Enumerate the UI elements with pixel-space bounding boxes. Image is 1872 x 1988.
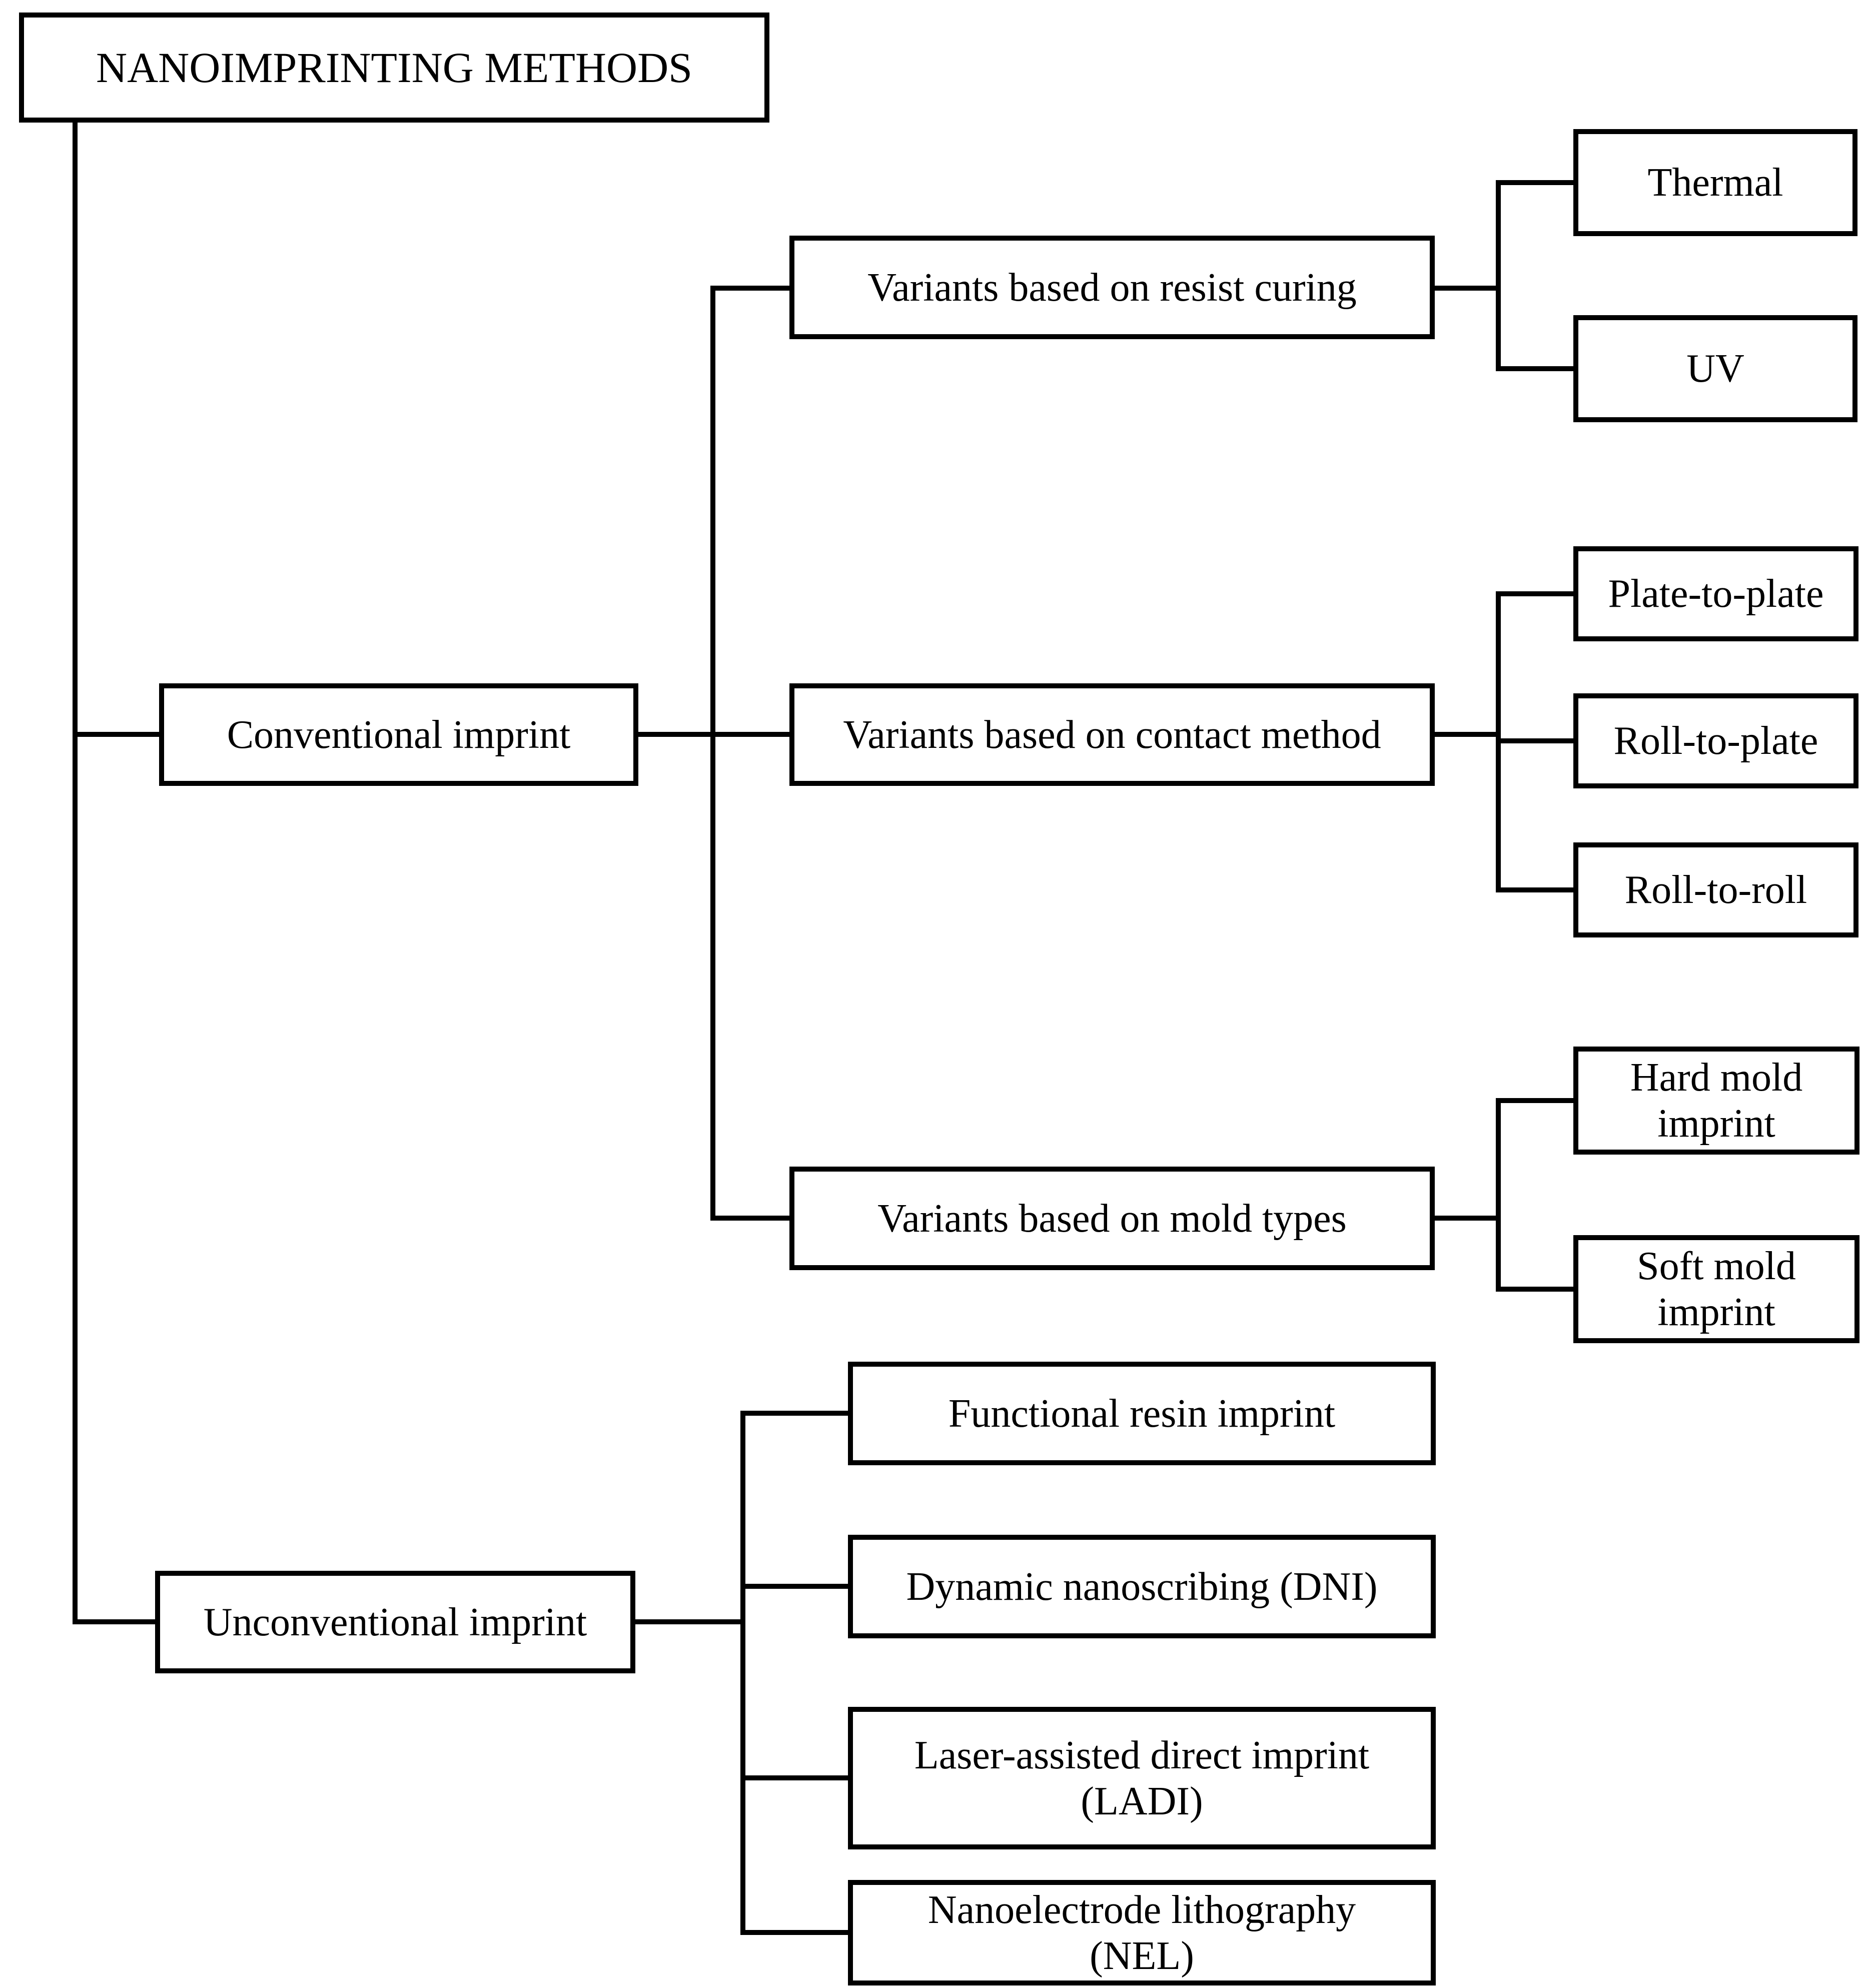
node-label: Roll-to-plate [1613,719,1818,763]
dni-stub-line [740,1584,848,1589]
ladi-stub-line [740,1775,848,1780]
node-functional-resin-imprint: Functional resin imprint [848,1362,1436,1465]
node-label: Dynamic nanoscribing (DNI) [906,1564,1378,1609]
node-unconventional-imprint: Unconventional imprint [155,1571,635,1673]
conventional-children-trunk-line [710,286,715,1221]
node-roll-to-plate: Roll-to-plate [1573,693,1858,788]
node-hard-mold-imprint: Hard mold imprint [1573,1047,1859,1155]
node-roll-to-roll: Roll-to-roll [1573,842,1858,937]
nel-stub-line [740,1930,848,1935]
resist-children-trunk-line [1496,180,1501,371]
node-label: NANOIMPRINTING METHODS [96,43,693,92]
node-plate-to-plate: Plate-to-plate [1573,546,1858,641]
mold-feed-line [1435,1216,1501,1221]
thermal-stub-line [1496,180,1573,185]
uv-stub-line [1496,366,1573,371]
node-label: Conventional imprint [227,712,571,757]
node-uv: UV [1573,315,1857,422]
roll-to-plate-stub-line [1496,738,1573,743]
unconventional-stub-line [73,1619,155,1624]
hard-mold-stub-line [1496,1098,1573,1103]
node-laser-assisted-direct-imprint-ladi: Laser-assisted direct imprint (LADI) [848,1707,1436,1849]
soft-mold-stub-line [1496,1287,1573,1292]
node-label: Laser-assisted direct imprint (LADI) [914,1733,1370,1823]
unconventional-children-trunk-line [740,1411,745,1935]
mold-children-trunk-line [1496,1098,1501,1292]
node-dynamic-nanoscribing-dni: Dynamic nanoscribing (DNI) [848,1535,1436,1638]
node-label: Thermal [1647,161,1783,205]
conventional-feed-line [638,732,715,737]
node-label: Variants based on mold types [877,1196,1347,1241]
node-label: Variants based on contact method [843,712,1381,757]
mold-types-stub-line [710,1216,789,1221]
node-nanoelectrode-lithography-nel: Nanoelectrode lithography (NEL) [848,1880,1436,1985]
contact-method-stub-line [710,732,789,737]
node-variants-resist-curing: Variants based on resist curing [789,236,1435,339]
node-label: Unconventional imprint [203,1600,587,1644]
node-label: Soft mold imprint [1637,1244,1796,1334]
node-thermal: Thermal [1573,129,1857,236]
contact-feed-line [1435,732,1501,737]
node-label: Nanoelectrode lithography (NEL) [927,1887,1356,1978]
node-conventional-imprint: Conventional imprint [159,683,638,786]
node-variants-mold-types: Variants based on mold types [789,1167,1435,1270]
node-variants-contact-method: Variants based on contact method [789,683,1435,786]
node-label: Plate-to-plate [1608,572,1824,616]
node-label: UV [1686,347,1744,391]
roll-to-roll-stub-line [1496,887,1573,892]
unconventional-feed-line [635,1619,745,1624]
root-trunk-line [73,123,78,1624]
node-label: Hard mold imprint [1630,1056,1803,1146]
node-label: Roll-to-roll [1624,868,1807,912]
resist-curing-stub-line [710,286,789,291]
node-soft-mold-imprint: Soft mold imprint [1573,1235,1859,1343]
node-label: Functional resin imprint [948,1391,1336,1436]
conventional-stub-line [73,732,159,737]
functional-resin-stub-line [740,1411,848,1416]
node-nanoimprinting-methods: NANOIMPRINTING METHODS [19,13,769,123]
node-label: Variants based on resist curing [867,265,1357,310]
plate-to-plate-stub-line [1496,591,1573,596]
resist-curing-feed-line [1435,286,1501,291]
